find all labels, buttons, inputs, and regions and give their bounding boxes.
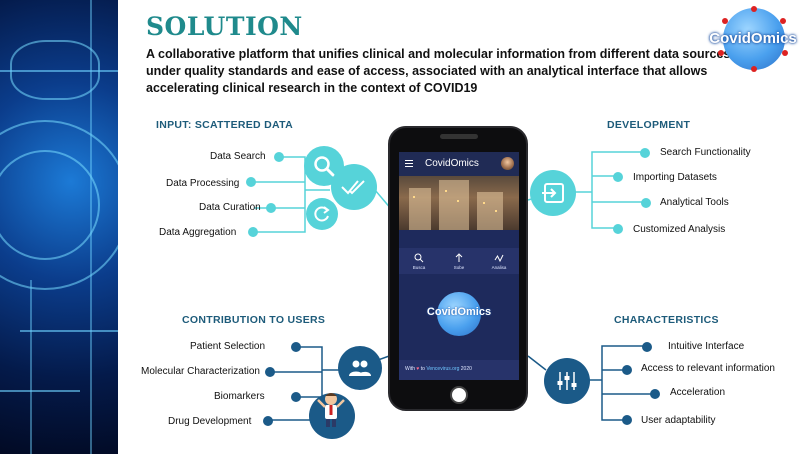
development-hub [530,170,576,216]
hamburger-menu-icon[interactable] [405,160,413,168]
input-item-data-aggregation: Data Aggregation [159,227,237,238]
double-check-icon [341,180,365,195]
import-icon [542,183,564,203]
contribution-item-molecular-characterization: Molecular Characterization [141,366,260,377]
characteristics-dot [650,389,660,399]
virus-spike [722,18,728,24]
development-item-analytical-tools: Analytical Tools [660,197,729,208]
contribution-dot [291,392,301,402]
tab-analisa[interactable]: Analisa [479,248,519,274]
virus-spike [780,18,786,24]
characteristics-heading: CHARACTERISTICS [614,314,719,326]
contribution-dot [265,367,275,377]
input-heading: INPUT: SCATTERED DATA [156,119,293,131]
characteristics-dot [642,342,652,352]
development-item-importing-datasets: Importing Datasets [633,172,717,183]
decorative-line [0,70,118,72]
decorative-line [90,0,92,454]
hero-image [399,176,519,230]
upload-icon [455,252,463,262]
contribution-item-biomarkers: Biomarkers [214,391,265,402]
logo-text: CovidOmics [709,30,797,47]
development-dot [640,148,650,158]
input-dot [248,227,258,237]
heart-icon: ♥ [416,366,420,372]
characteristics-item-intuitive-interface: Intuitive Interface [668,341,745,352]
footer-link[interactable]: Vencevirus.org [426,366,460,372]
development-dot [613,172,623,182]
contribution-item-patient-selection: Patient Selection [190,341,266,352]
decorative-line [0,390,80,392]
decorative-side-panel [0,0,118,454]
footer-year: 2020 [460,366,472,372]
home-button[interactable] [450,386,468,404]
characteristics-hub [544,358,590,404]
development-dot [613,224,623,234]
virus-spike [751,66,757,72]
tab-sobe[interactable]: Sobe [439,248,479,274]
users-hub [338,346,382,390]
characteristics-dot [622,415,632,425]
contribution-heading: CONTRIBUTION TO USERS [182,314,326,326]
chart-line-icon [494,254,504,262]
characteristics-dot [622,365,632,375]
check-hub [331,164,377,210]
page-subtitle: A collaborative platform that unifies cl… [146,47,734,95]
refresh-icon [314,206,330,222]
decorative-ring [0,150,100,260]
characteristics-item-acceleration: Acceleration [670,387,726,398]
input-dot [266,203,276,213]
input-item-data-processing: Data Processing [166,178,240,189]
screen-footer: With ♥ to Vencevirus.org 2020 [399,360,519,380]
search-icon [314,156,335,177]
development-heading: DEVELOPMENT [607,119,691,131]
input-dot [246,177,256,187]
phone-mockup: CovidOmics Busca Sobe Analisa [388,126,528,411]
scientist-cartoon-icon [316,390,346,430]
decorative-line [20,330,118,332]
virus-icon [437,292,481,336]
tab-label: Analisa [491,264,507,270]
virus-icon [723,8,785,70]
tab-label: Sobe [453,264,465,270]
development-dot [641,198,651,208]
phone-notch [440,134,478,139]
search-icon [414,253,424,262]
virus-spike [782,50,788,56]
input-item-data-curation: Data Curation [199,202,261,213]
footer-to: to [420,366,425,372]
development-item-customized-analysis: Customized Analysis [633,224,726,235]
tab-label: Busca [412,264,426,270]
characteristics-item-user-adaptability: User adaptability [641,415,716,426]
virus-spike [751,6,757,12]
contribution-item-drug-development: Drug Development [168,416,252,427]
phone-screen: CovidOmics Busca Sobe Analisa [399,152,519,380]
app-title: CovidOmics [425,158,479,169]
development-item-search-functionality: Search Functionality [660,147,751,158]
characteristics-item-access-to-relevant-information: Access to relevant information [641,363,775,374]
tab-busca[interactable]: Busca [399,248,439,274]
sliders-icon [557,372,577,390]
phone-tab-bar: Busca Sobe Analisa [399,248,519,274]
users-icon [349,360,371,376]
avatar[interactable] [501,157,514,170]
contribution-dot [291,342,301,352]
decorative-line [30,280,32,454]
covidomics-logo: CovidOmics [706,6,800,74]
input-item-data-search: Data Search [210,151,266,162]
input-dot [274,152,284,162]
contribution-dot [263,416,273,426]
screen-logo: CovidOmics [425,290,493,342]
footer-prefix: With [405,366,415,372]
app-bar: CovidOmics [399,152,519,176]
page-title: SOLUTION [146,12,303,41]
virus-spike [718,50,724,56]
curation-hub [306,198,338,230]
screen-logo-text: CovidOmics [426,306,492,318]
